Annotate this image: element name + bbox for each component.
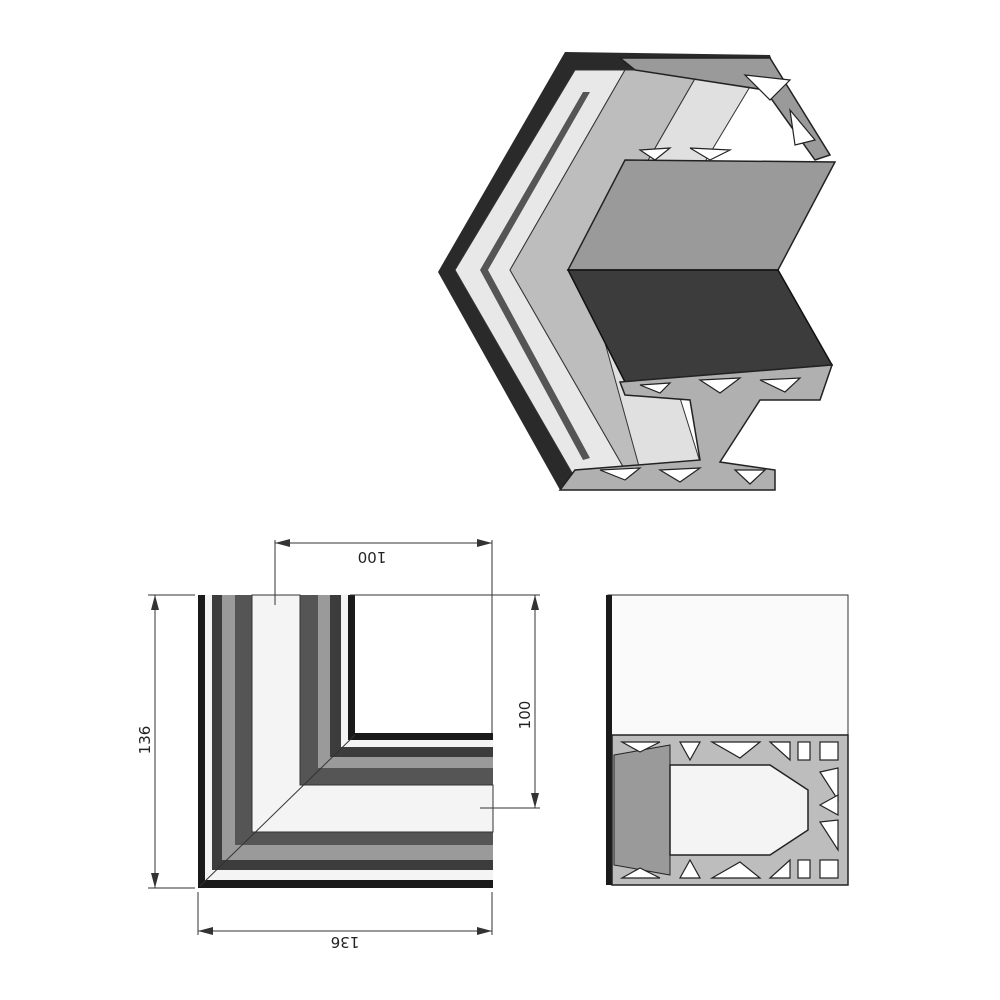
dim-top-width: 100 (358, 548, 387, 566)
lattice-hole (619, 867, 661, 879)
plan-face (251, 594, 494, 833)
lattice-hole (819, 859, 839, 879)
lattice-hole (678, 858, 702, 879)
plan-view (198, 594, 494, 888)
lattice-hole (709, 861, 762, 879)
lattice-hole (818, 793, 839, 817)
lattice-hole (698, 377, 742, 394)
lattice-hole (797, 741, 811, 761)
lattice-hole (797, 859, 811, 879)
lattice-hole (818, 819, 839, 853)
lattice-hole (689, 147, 733, 161)
lattice-hole (819, 741, 839, 761)
dim-bottom-width: 136 (331, 933, 360, 951)
lattice-hole (599, 467, 642, 481)
side-view (606, 594, 849, 886)
lattice-hole (619, 741, 661, 753)
plan-miter (199, 734, 356, 887)
lattice-hole (657, 467, 703, 483)
lattice-hole (678, 741, 702, 762)
iso-lower-lattice (558, 364, 834, 491)
lattice-hole (709, 741, 762, 759)
lattice-hole (768, 858, 791, 879)
lattice-hole (639, 382, 672, 394)
lattice-hole (638, 147, 672, 161)
dimension-arrows (151, 539, 539, 935)
dim-left-height: 136 (136, 726, 154, 755)
dim-right-height: 100 (516, 701, 534, 730)
dimension-lines (148, 540, 540, 935)
side-upper-face (607, 594, 849, 736)
side-left-edge (606, 595, 612, 885)
lattice-hole (768, 741, 791, 762)
lattice-hole (733, 469, 767, 485)
isometric-view (438, 52, 837, 491)
side-channel-left (613, 744, 671, 876)
side-channel (669, 764, 809, 856)
lattice-hole (759, 377, 802, 393)
lattice-hole (819, 767, 839, 803)
lattice-hole (743, 74, 792, 101)
lattice-hole (789, 107, 817, 146)
